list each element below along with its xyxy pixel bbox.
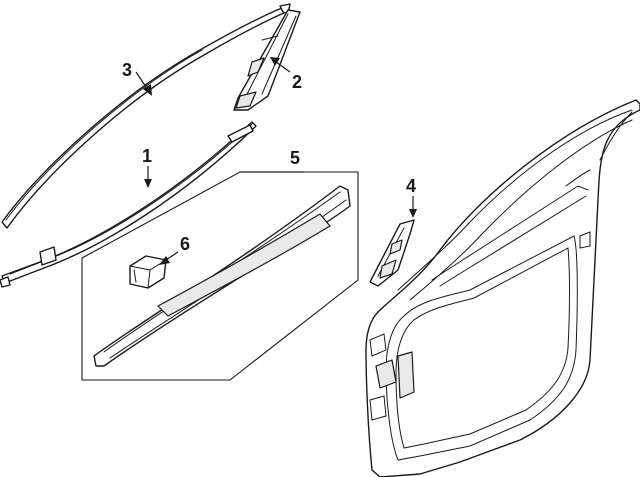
part-1-belt-molding [0,121,257,288]
part-2-pillar-garnish [233,9,301,111]
part-4-corner-garnish [369,219,415,287]
door-shell [365,99,640,477]
leader-2 [270,57,291,73]
callout-2: 2 [292,72,302,92]
part-3-molding [1,3,291,229]
callout-6: 6 [180,234,190,254]
leader-6 [159,251,179,265]
leader-3 [135,71,152,96]
callout-4: 4 [406,176,416,196]
leader-4 [409,196,417,218]
callout-1: 1 [142,146,152,166]
leader-1 [144,166,152,188]
callout-5: 5 [290,148,300,168]
part-6-clip [129,255,167,289]
part-5-door-molding [93,185,351,367]
callout-3: 3 [122,60,132,80]
